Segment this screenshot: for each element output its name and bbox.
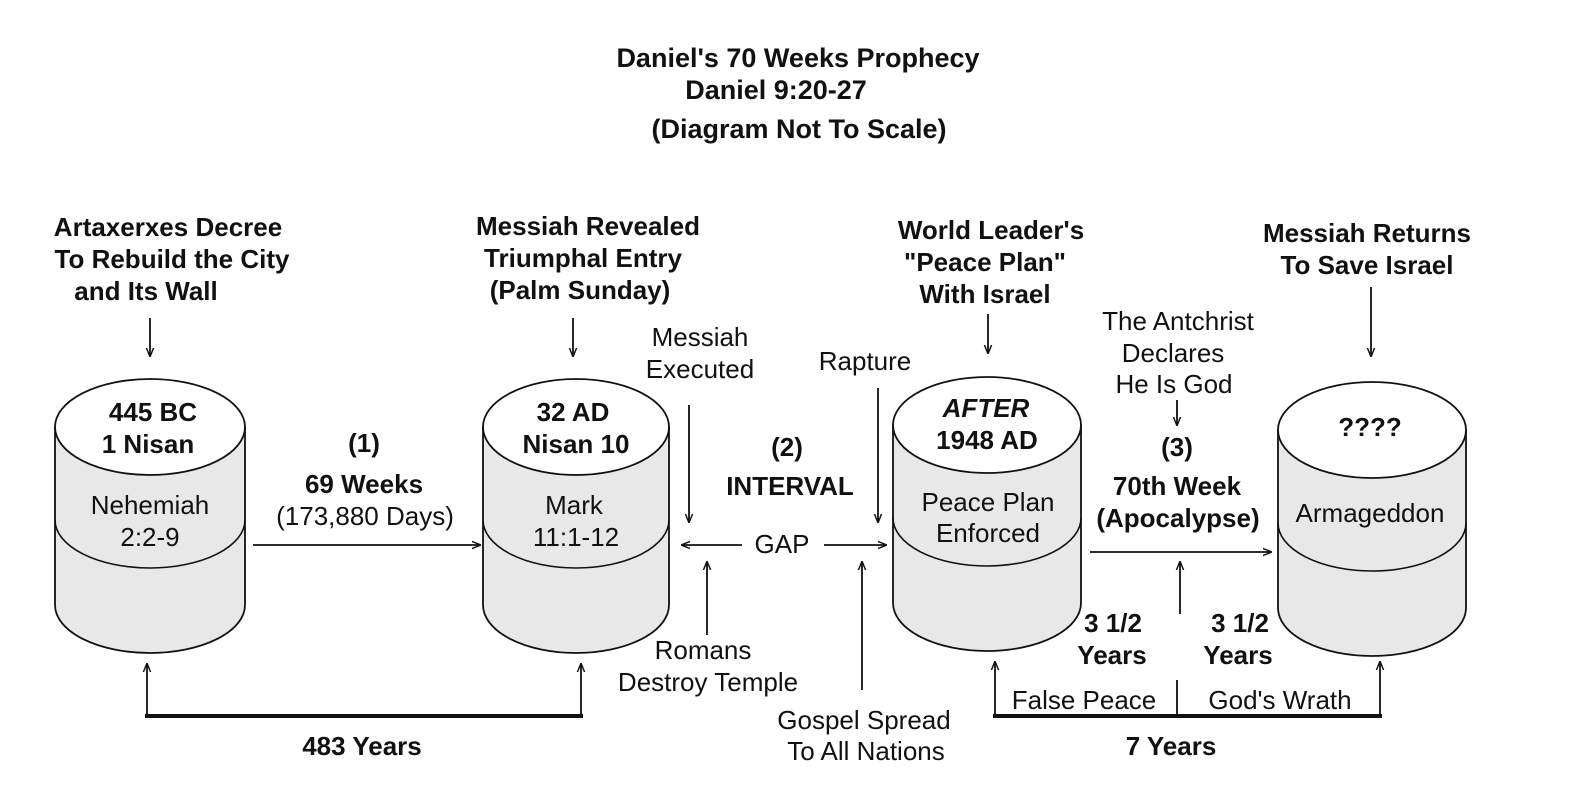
gap-label: GAP <box>755 529 810 559</box>
title-line-3: (Diagram Not To Scale) <box>651 114 946 144</box>
segment-2-number: (2) <box>771 432 803 462</box>
cylinder-445bc-ref-1: Nehemiah <box>91 490 210 520</box>
svg-text:"Peace Plan": "Peace Plan" <box>904 247 1066 277</box>
svg-text:Years: Years <box>1203 640 1272 670</box>
svg-text:Messiah Revealed: Messiah Revealed <box>476 211 700 241</box>
svg-text:Gospel Spread: Gospel Spread <box>777 705 950 735</box>
svg-text:To Rebuild the City: To Rebuild the City <box>55 244 290 274</box>
svg-text:Declares: Declares <box>1122 338 1225 368</box>
label-half-first: 3 1/2 Years <box>1077 608 1146 670</box>
svg-text:and Its Wall: and Its Wall <box>74 276 218 306</box>
bracket-483-years <box>145 664 583 718</box>
title-line-1: Daniel's 70 Weeks Prophecy <box>616 43 979 73</box>
cylinder-32ad-ref-2: 11:1-12 <box>533 522 619 552</box>
svg-text:(Palm Sunday): (Palm Sunday) <box>490 275 671 305</box>
cylinder-1948ad-body-1: Peace Plan <box>922 487 1055 517</box>
segment-3-number: (3) <box>1161 432 1193 462</box>
label-483-years: 483 Years <box>302 731 422 761</box>
title-line-2: Daniel 9:20-27 <box>685 75 867 105</box>
cylinder-armageddon-body: Armageddon <box>1296 498 1445 528</box>
event-gospel-spread: Gospel Spread To All Nations <box>777 705 950 766</box>
segment-1-label: 69 Weeks <box>305 469 423 499</box>
svg-text:3 1/2: 3 1/2 <box>1084 608 1142 638</box>
label-half-second: 3 1/2 Years <box>1203 608 1272 670</box>
heading-artaxerxes: Artaxerxes Decree To Rebuild the City an… <box>54 212 290 306</box>
svg-text:Artaxerxes Decree: Artaxerxes Decree <box>54 212 282 242</box>
label-gods-wrath: God's Wrath <box>1208 685 1351 715</box>
svg-text:Destroy Temple: Destroy Temple <box>618 667 798 697</box>
svg-text:To Save Israel: To Save Israel <box>1281 250 1454 280</box>
svg-text:Years: Years <box>1077 640 1146 670</box>
label-false-peace: False Peace <box>1012 685 1157 715</box>
cylinder-445bc-month: 1 Nisan <box>102 429 195 459</box>
event-messiah-executed: Messiah Executed <box>646 322 754 384</box>
bracket-7-years <box>993 662 1382 718</box>
segment-1-days: (173,880 Days) <box>276 501 454 531</box>
svg-text:He Is God: He Is God <box>1115 369 1232 399</box>
cylinder-1948ad-after: AFTER <box>942 393 1030 423</box>
cylinder-32ad-ref-1: Mark <box>545 490 604 520</box>
event-rapture: Rapture <box>819 346 912 376</box>
event-antichrist: The Antchrist Declares He Is God <box>1102 306 1255 399</box>
svg-text:World Leader's: World Leader's <box>898 215 1084 245</box>
svg-text:Romans: Romans <box>655 635 752 665</box>
cylinder-445bc-date: 445 BC <box>109 397 197 427</box>
cylinder-445bc-ref-2: 2:2-9 <box>120 522 179 552</box>
heading-messiah-revealed: Messiah Revealed Triumphal Entry (Palm S… <box>476 211 700 305</box>
cylinder-1948ad-body-2: Enforced <box>936 518 1040 548</box>
svg-text:Triumphal Entry: Triumphal Entry <box>484 243 682 273</box>
segment-2-label: INTERVAL <box>726 471 854 501</box>
cylinder-445bc: 445 BC 1 Nisan Nehemiah 2:2-9 <box>54 378 246 654</box>
svg-text:Messiah: Messiah <box>652 322 749 352</box>
cylinder-32ad-date: 32 AD <box>537 397 610 427</box>
svg-text:The Antchrist: The Antchrist <box>1102 306 1255 336</box>
cylinder-32ad: 32 AD Nisan 10 Mark 11:1-12 <box>482 378 670 654</box>
svg-text:Messiah Returns: Messiah Returns <box>1263 218 1471 248</box>
cylinder-armageddon: ???? Armageddon <box>1277 381 1467 657</box>
heading-messiah-returns: Messiah Returns To Save Israel <box>1263 218 1471 280</box>
cylinder-1948ad-date: 1948 AD <box>936 425 1038 455</box>
segment-1-number: (1) <box>348 428 380 458</box>
segment-3-label: 70th Week <box>1113 471 1242 501</box>
heading-world-leader: World Leader's "Peace Plan" With Israel <box>898 215 1084 309</box>
svg-text:Executed: Executed <box>646 354 754 384</box>
segment-3-sub: (Apocalypse) <box>1096 503 1259 533</box>
svg-text:With Israel: With Israel <box>919 279 1050 309</box>
cylinder-armageddon-top: ???? <box>1338 412 1402 442</box>
cylinder-32ad-month: Nisan 10 <box>523 429 630 459</box>
svg-text:To All Nations: To All Nations <box>787 736 945 766</box>
label-7-years: 7 Years <box>1126 731 1217 761</box>
svg-text:3 1/2: 3 1/2 <box>1211 608 1269 638</box>
event-romans-destroy-temple: Romans Destroy Temple <box>618 635 798 697</box>
cylinder-1948ad: AFTER 1948 AD Peace Plan Enforced <box>892 376 1082 652</box>
